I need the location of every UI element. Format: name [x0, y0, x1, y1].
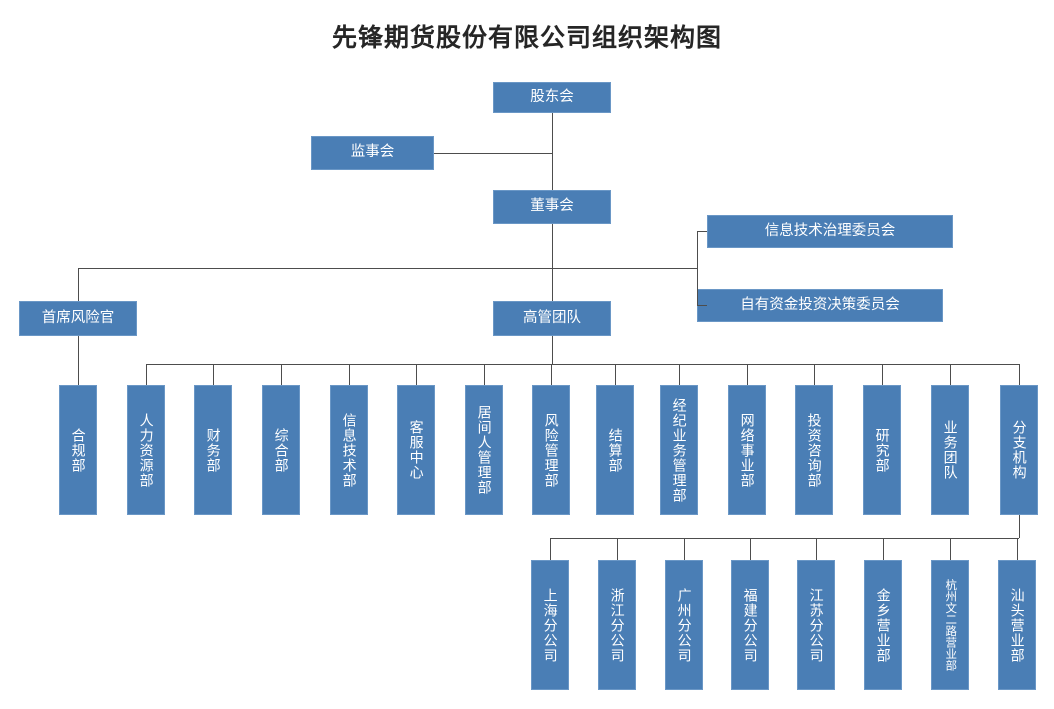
connector-branch-drop [950, 538, 951, 560]
connector-branch-drop [750, 538, 751, 560]
org-node-cro[interactable]: 首席风险官 [19, 301, 137, 336]
org-node-board[interactable]: 董事会 [493, 190, 611, 224]
connector-branch-drop [617, 538, 618, 560]
connector-main-bus [78, 268, 697, 269]
connector-department-drop [213, 364, 214, 385]
connector-branch-drop [1017, 538, 1018, 560]
org-node-business-team[interactable]: 业务团队 [931, 385, 969, 515]
org-node-label: 网络事业部 [739, 412, 756, 488]
org-node-label: 杭州文二路营业部 [944, 579, 957, 671]
org-node-label: 财务部 [205, 427, 222, 473]
org-node-zhejiang[interactable]: 浙江分公司 [598, 560, 636, 690]
connector-shareholders-board [552, 113, 553, 190]
org-node-label: 汕头营业部 [1009, 587, 1026, 663]
connector-department-drop [950, 364, 951, 385]
org-node-label: 高管团队 [523, 309, 581, 326]
connector-department-drop [416, 364, 417, 385]
org-node-intermediary[interactable]: 居间人管理部 [465, 385, 503, 515]
org-node-label: 广州分公司 [676, 587, 693, 663]
org-node-label: 结算部 [607, 427, 624, 473]
org-node-exec-team[interactable]: 高管团队 [493, 301, 611, 336]
org-node-label: 人力资源部 [138, 412, 155, 488]
org-node-label: 信息技术部 [341, 412, 358, 488]
connector-board-down [552, 224, 553, 268]
connector-department-drop [814, 364, 815, 385]
org-node-label: 首席风险官 [41, 309, 115, 326]
org-node-customer-service[interactable]: 客服中心 [397, 385, 435, 515]
org-node-label: 董事会 [530, 198, 574, 215]
connector-department-drop [1019, 364, 1020, 385]
org-node-label: 江苏分公司 [808, 587, 825, 663]
org-node-label: 综合部 [273, 427, 290, 473]
org-node-risk-management[interactable]: 风险管理部 [532, 385, 570, 515]
connector-department-drop [747, 364, 748, 385]
org-node-label: 客服中心 [408, 420, 425, 480]
org-node-compliance[interactable]: 合规部 [59, 385, 97, 515]
org-node-label: 投资咨询部 [806, 412, 823, 488]
connector-department-drop [484, 364, 485, 385]
org-node-guangzhou[interactable]: 广州分公司 [665, 560, 703, 690]
org-node-own-fund-investment[interactable]: 自有资金投资决策委员会 [697, 289, 943, 322]
org-node-label: 上海分公司 [542, 587, 559, 663]
org-node-label: 合规部 [70, 427, 87, 473]
org-node-label: 研究部 [874, 427, 891, 473]
connector-branch-drop [684, 538, 685, 560]
connector-department-bus [146, 364, 1019, 365]
org-node-label: 信息技术治理委员会 [764, 222, 896, 239]
org-node-it-governance[interactable]: 信息技术治理委员会 [707, 215, 953, 248]
connector-supervisors [434, 153, 552, 154]
org-node-research[interactable]: 研究部 [863, 385, 901, 515]
connector-branch-drop [883, 538, 884, 560]
org-node-jiangsu[interactable]: 江苏分公司 [797, 560, 835, 690]
org-node-label: 股东会 [530, 88, 574, 105]
org-node-settlement[interactable]: 结算部 [596, 385, 634, 515]
org-node-label: 分支机构 [1011, 420, 1028, 480]
connector-committee-bracket [697, 231, 698, 306]
org-node-it[interactable]: 信息技术部 [330, 385, 368, 515]
connector-exec-to-bus [552, 336, 553, 364]
org-node-label: 业务团队 [942, 420, 959, 480]
org-node-label: 居间人管理部 [476, 405, 493, 495]
org-node-hangzhou-wenerlu[interactable]: 杭州文二路营业部 [931, 560, 969, 690]
org-node-label: 经纪业务管理部 [671, 397, 688, 503]
connector-department-drop [146, 364, 147, 385]
connector-branch-drop [550, 538, 551, 560]
org-node-label: 风险管理部 [543, 412, 560, 488]
org-node-shareholders[interactable]: 股东会 [493, 82, 611, 113]
connector-department-drop [882, 364, 883, 385]
org-node-label: 福建分公司 [742, 587, 759, 663]
connector-department-drop [615, 364, 616, 385]
connector-committee-bottom [697, 305, 707, 306]
org-node-shanghai[interactable]: 上海分公司 [531, 560, 569, 690]
org-node-branches[interactable]: 分支机构 [1000, 385, 1038, 515]
connector-committee-top [697, 231, 707, 232]
connector-department-drop [281, 364, 282, 385]
org-node-hr[interactable]: 人力资源部 [127, 385, 165, 515]
org-node-jinxiang[interactable]: 金乡营业部 [864, 560, 902, 690]
org-node-shantou[interactable]: 汕头营业部 [998, 560, 1036, 690]
org-node-network-division[interactable]: 网络事业部 [728, 385, 766, 515]
org-node-general-affairs[interactable]: 综合部 [262, 385, 300, 515]
org-node-brokerage[interactable]: 经纪业务管理部 [660, 385, 698, 515]
connector-branches-down [1019, 515, 1020, 538]
connector-department-drop [551, 364, 552, 385]
org-node-label: 监事会 [350, 144, 395, 161]
org-node-label: 自有资金投资决策委员会 [740, 296, 900, 313]
connector-department-drop [349, 364, 350, 385]
org-node-label: 金乡营业部 [875, 587, 892, 663]
org-node-supervisors[interactable]: 监事会 [311, 136, 434, 170]
connector-exec-drop [552, 268, 553, 301]
connector-department-drop [679, 364, 680, 385]
org-node-investment-consulting[interactable]: 投资咨询部 [795, 385, 833, 515]
org-node-label: 浙江分公司 [609, 587, 626, 663]
connector-cro-compliance [78, 336, 79, 385]
org-node-fujian[interactable]: 福建分公司 [731, 560, 769, 690]
connector-branch-bus [550, 538, 1019, 539]
org-node-finance[interactable]: 财务部 [194, 385, 232, 515]
connector-cro-drop [78, 268, 79, 301]
page-title: 先锋期货股份有限公司组织架构图 [331, 24, 722, 52]
connector-branch-drop [816, 538, 817, 560]
